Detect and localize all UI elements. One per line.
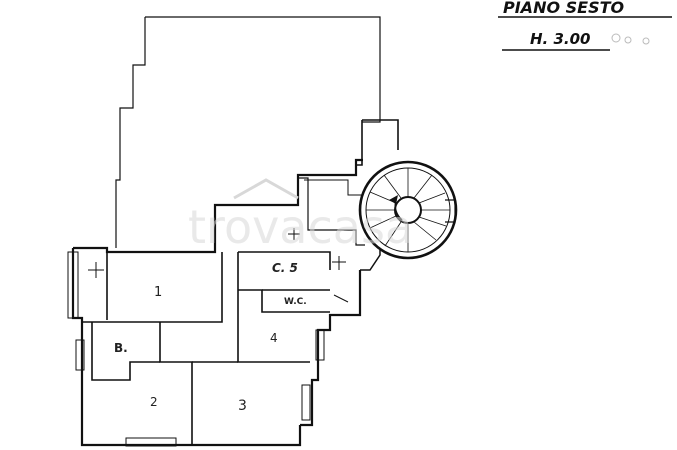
stair-outer-ring <box>358 160 458 260</box>
faint-marks <box>611 33 650 45</box>
upper-area-outline <box>115 16 381 248</box>
room-label-1: 1 <box>154 285 162 300</box>
stair-treads <box>366 168 450 252</box>
room-label-wc: W.C. <box>284 297 307 307</box>
room-label-b: B. <box>114 341 128 355</box>
room-label-2: 2 <box>150 395 158 409</box>
stair-tower <box>356 119 458 260</box>
stair-arrow-head <box>389 195 398 204</box>
plan-header: PIANO SESTO H. 3.00 <box>498 0 672 51</box>
watermark-house-icon <box>233 178 299 200</box>
room-labels: 1 B. C. 5 W.C. 4 2 3 <box>114 261 307 414</box>
plan-title: PIANO SESTO <box>503 0 625 17</box>
room-label-3: 3 <box>238 398 247 414</box>
watermark-text: trovacasa <box>188 200 413 254</box>
watermark: trovacasa <box>188 178 413 254</box>
entrance-hall <box>288 177 381 271</box>
room-label-c: C. 5 <box>272 261 298 275</box>
room-label-4: 4 <box>270 331 278 345</box>
height-label: H. 3.00 <box>530 30 590 48</box>
windows <box>67 251 349 447</box>
internal-walls <box>82 251 331 445</box>
